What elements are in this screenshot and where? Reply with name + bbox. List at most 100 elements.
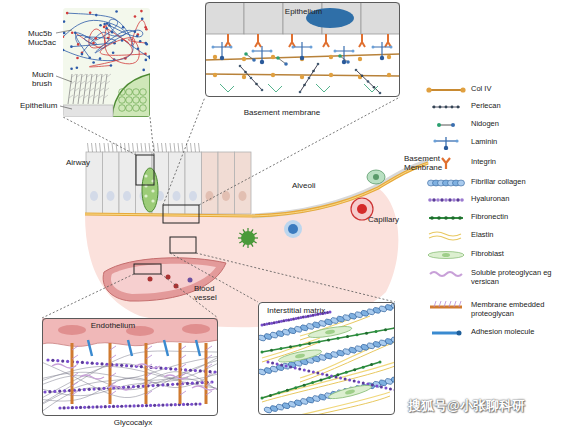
legend-swatch <box>429 217 463 219</box>
fibronectin-domain <box>345 371 348 374</box>
legend-swatch <box>433 139 436 142</box>
hyaluronan <box>330 375 333 378</box>
inset-label: Basement membrane <box>242 108 322 117</box>
legend-swatch <box>444 301 446 307</box>
basement-membrane-inset <box>205 2 400 94</box>
laminin-domain <box>220 56 224 60</box>
secretory-granule <box>126 97 133 104</box>
hyaluronan <box>75 406 78 409</box>
legend-swatch <box>426 177 468 190</box>
hyaluronan <box>132 385 135 388</box>
hyaluronan <box>325 374 328 377</box>
hyaluronan <box>88 388 91 391</box>
hyaluronan <box>149 404 152 407</box>
hyaluronan <box>93 387 96 390</box>
hyaluronan <box>46 358 49 361</box>
legend-swatch <box>444 216 448 220</box>
mucin-node <box>63 36 64 39</box>
fibronectin-domain <box>303 384 306 387</box>
cilium <box>195 143 196 152</box>
laminin <box>381 42 382 57</box>
legend-swatch <box>444 198 448 202</box>
fibronectin-domain <box>346 335 349 338</box>
mucin-node <box>94 37 97 40</box>
cell-nucleus <box>222 191 230 201</box>
zoom-region-box <box>170 237 196 253</box>
cell-nucleus <box>288 224 298 234</box>
legend-swatch <box>433 106 436 109</box>
perlecan <box>240 66 262 90</box>
part-label: Epithelium <box>20 101 62 110</box>
mucin-node <box>70 45 73 48</box>
legend-label: Laminin <box>471 137 559 146</box>
adhesion-molecule <box>196 340 200 356</box>
legend-swatch <box>457 331 462 336</box>
mucin-node <box>89 11 92 14</box>
perlecan-domain <box>317 63 320 66</box>
nidogen-domain <box>244 52 248 56</box>
secretory-granule <box>140 97 147 104</box>
hyaluronan <box>48 390 51 393</box>
legend-entry: Membrane embedded proteoglycan <box>426 300 561 314</box>
hyaluronan <box>116 405 119 408</box>
proteoglycan-chain <box>110 355 116 359</box>
mucin-node <box>141 18 144 21</box>
laminin-domain <box>212 46 215 49</box>
fibronectin-domain <box>379 361 382 364</box>
hyaluronan <box>276 363 279 366</box>
cilium <box>104 143 105 152</box>
legend-swatch <box>439 106 442 109</box>
hyaluronan <box>53 390 56 393</box>
fibronectin-domain <box>294 386 297 389</box>
epithelial-cell <box>218 152 235 214</box>
hyaluronan <box>307 370 310 373</box>
legend-swatch <box>430 272 462 276</box>
legend-entry: Hyaluronan <box>426 194 561 208</box>
perlecan-domain <box>308 77 311 80</box>
cell-nucleus <box>189 191 197 201</box>
mucin-brush-strand <box>78 74 82 104</box>
cilium <box>141 143 142 152</box>
part-label: Blood vessel <box>194 284 222 302</box>
mucin-node <box>112 51 115 54</box>
legend-label: Hyaluronan <box>471 194 559 203</box>
cilium <box>108 143 109 152</box>
mucin-node <box>145 59 148 62</box>
hyaluronan <box>166 383 169 386</box>
proteoglycan-chain <box>180 382 186 386</box>
perlecan <box>300 64 318 92</box>
mucin-brush-bristle <box>84 95 88 98</box>
secretory-granule <box>140 105 147 112</box>
mucin-brush-bristle <box>107 74 111 77</box>
matrix-strand <box>364 84 378 92</box>
mucin-brush-bristle <box>94 95 98 98</box>
legend-label: Col IV <box>471 84 559 93</box>
perlecan-domain <box>255 83 258 86</box>
mucin-brush-bristle <box>95 88 99 91</box>
zoom-leader-line <box>150 117 154 155</box>
hyaluronan <box>83 388 86 391</box>
proteoglycan-chain <box>72 355 78 359</box>
hyaluronan <box>97 387 100 390</box>
hyaluronan <box>312 371 315 374</box>
mucin-brush-strand <box>103 74 107 104</box>
legend-entry: Adhesion molecule <box>426 327 561 341</box>
mucin-node <box>92 42 95 45</box>
hyaluronan <box>120 405 123 408</box>
collagen-iv-node <box>271 55 275 59</box>
legend-entry: Fibroblast <box>426 249 561 263</box>
collagen-iv-node <box>242 57 246 61</box>
mucin-brush-bristle <box>70 88 74 91</box>
hyaluronan <box>208 370 211 373</box>
legend-swatch <box>426 87 431 92</box>
cell-nucleus <box>90 191 98 201</box>
mucin-node <box>145 43 148 46</box>
mucin-node <box>63 32 65 35</box>
leader-line <box>60 106 72 109</box>
blood-cell <box>188 278 193 283</box>
hyaluronan <box>127 385 130 388</box>
mucin-node <box>111 31 114 34</box>
mucin-brush-bristle <box>106 81 110 84</box>
hyaluronan <box>329 311 332 314</box>
hyaluronan <box>102 387 105 390</box>
